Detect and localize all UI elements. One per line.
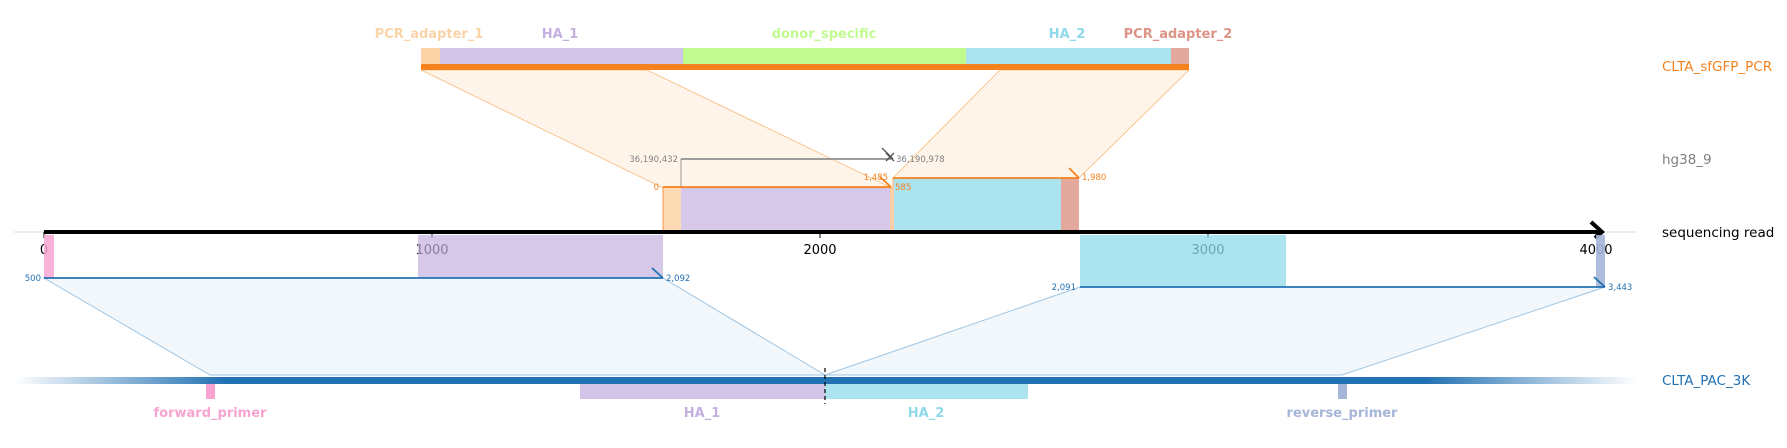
amp-ha-1-label: HA_1 bbox=[684, 406, 721, 421]
read-track-name: sequencing read bbox=[1662, 225, 1774, 241]
amplicon-alignment-arrow-1 bbox=[651, 267, 664, 279]
donor-specific-label: donor_specific bbox=[772, 27, 877, 42]
forward-primer-label: forward_primer bbox=[154, 406, 268, 421]
genome-track-name: hg38_9 bbox=[1662, 152, 1712, 168]
donor-aln-2-end: 1,980 bbox=[1082, 173, 1106, 183]
donor-track-bar bbox=[421, 64, 1189, 70]
forward-primer-block bbox=[206, 384, 215, 399]
donor-aln-1-end: 1,485 bbox=[864, 173, 888, 183]
ha-2-label: HA_2 bbox=[1049, 27, 1086, 42]
amplicon-track-name: CLTA_PAC_3K bbox=[1662, 373, 1751, 389]
amp-aln-1-end: 2,092 bbox=[666, 274, 690, 284]
amp-aln-2-start: 2,091 bbox=[1052, 283, 1076, 293]
amp-aln-2-end: 3,443 bbox=[1608, 283, 1632, 293]
amp-aln-1-start: 500 bbox=[25, 274, 41, 284]
amp-ha-2-block bbox=[825, 384, 1028, 399]
read-amp-ha-2-block bbox=[1080, 235, 1286, 287]
read-pcr-adapter-1-block bbox=[663, 187, 681, 232]
read-amp-ha-1-block bbox=[418, 235, 663, 278]
amplicon-alignment-arrow-2 bbox=[1593, 276, 1606, 288]
pcr-adapter-2-block bbox=[1171, 48, 1189, 64]
donor-alignment-arrow-2 bbox=[1068, 167, 1080, 179]
donor-track-name: CLTA_sfGFP_PCR bbox=[1662, 59, 1772, 75]
read-amplicon-mapping-band-1 bbox=[42, 277, 827, 376]
ha-2-block bbox=[966, 48, 1171, 64]
pcr-adapter-2-label: PCR_adapter_2 bbox=[1124, 27, 1233, 42]
ha-1-block bbox=[440, 48, 683, 64]
amp-ha-2-label: HA_2 bbox=[908, 406, 945, 421]
read-axis-ticks: 0 1000 2000 3000 4000 bbox=[40, 232, 1613, 258]
donor-alignment-arrow-1 bbox=[879, 176, 892, 188]
genome-end-coord: 36,190,978 bbox=[896, 155, 945, 165]
read-ha-1-block bbox=[681, 187, 890, 232]
reverse-primer-label: reverse_primer bbox=[1287, 406, 1399, 421]
read-reverse-primer-block bbox=[1596, 235, 1605, 287]
donor-specific-block bbox=[683, 48, 966, 64]
genome-alignment-end-marker bbox=[881, 147, 895, 162]
donor-genome-mapping-band-1 bbox=[420, 69, 893, 189]
amp-ha-1-block bbox=[580, 384, 825, 399]
pcr-adapter-1-label: PCR_adapter_1 bbox=[375, 27, 484, 42]
read-ha-2-block bbox=[894, 178, 1061, 232]
pcr-adapter-1-block bbox=[421, 48, 440, 64]
amplicon-track-bar bbox=[14, 377, 1636, 384]
read-amplicon-mapping-band-2 bbox=[824, 286, 1606, 376]
read-forward-primer-block bbox=[44, 235, 54, 278]
read-pcr-adapter-2-block bbox=[1061, 178, 1079, 232]
reverse-primer-block bbox=[1338, 384, 1347, 399]
genome-start-coord: 36,190,432 bbox=[629, 155, 678, 165]
donor-aln-2-start: 585 bbox=[895, 183, 911, 193]
ha-1-label: HA_1 bbox=[542, 27, 579, 42]
tick-label-2000: 2000 bbox=[803, 243, 836, 258]
donor-aln-1-start: 0 bbox=[654, 183, 659, 193]
